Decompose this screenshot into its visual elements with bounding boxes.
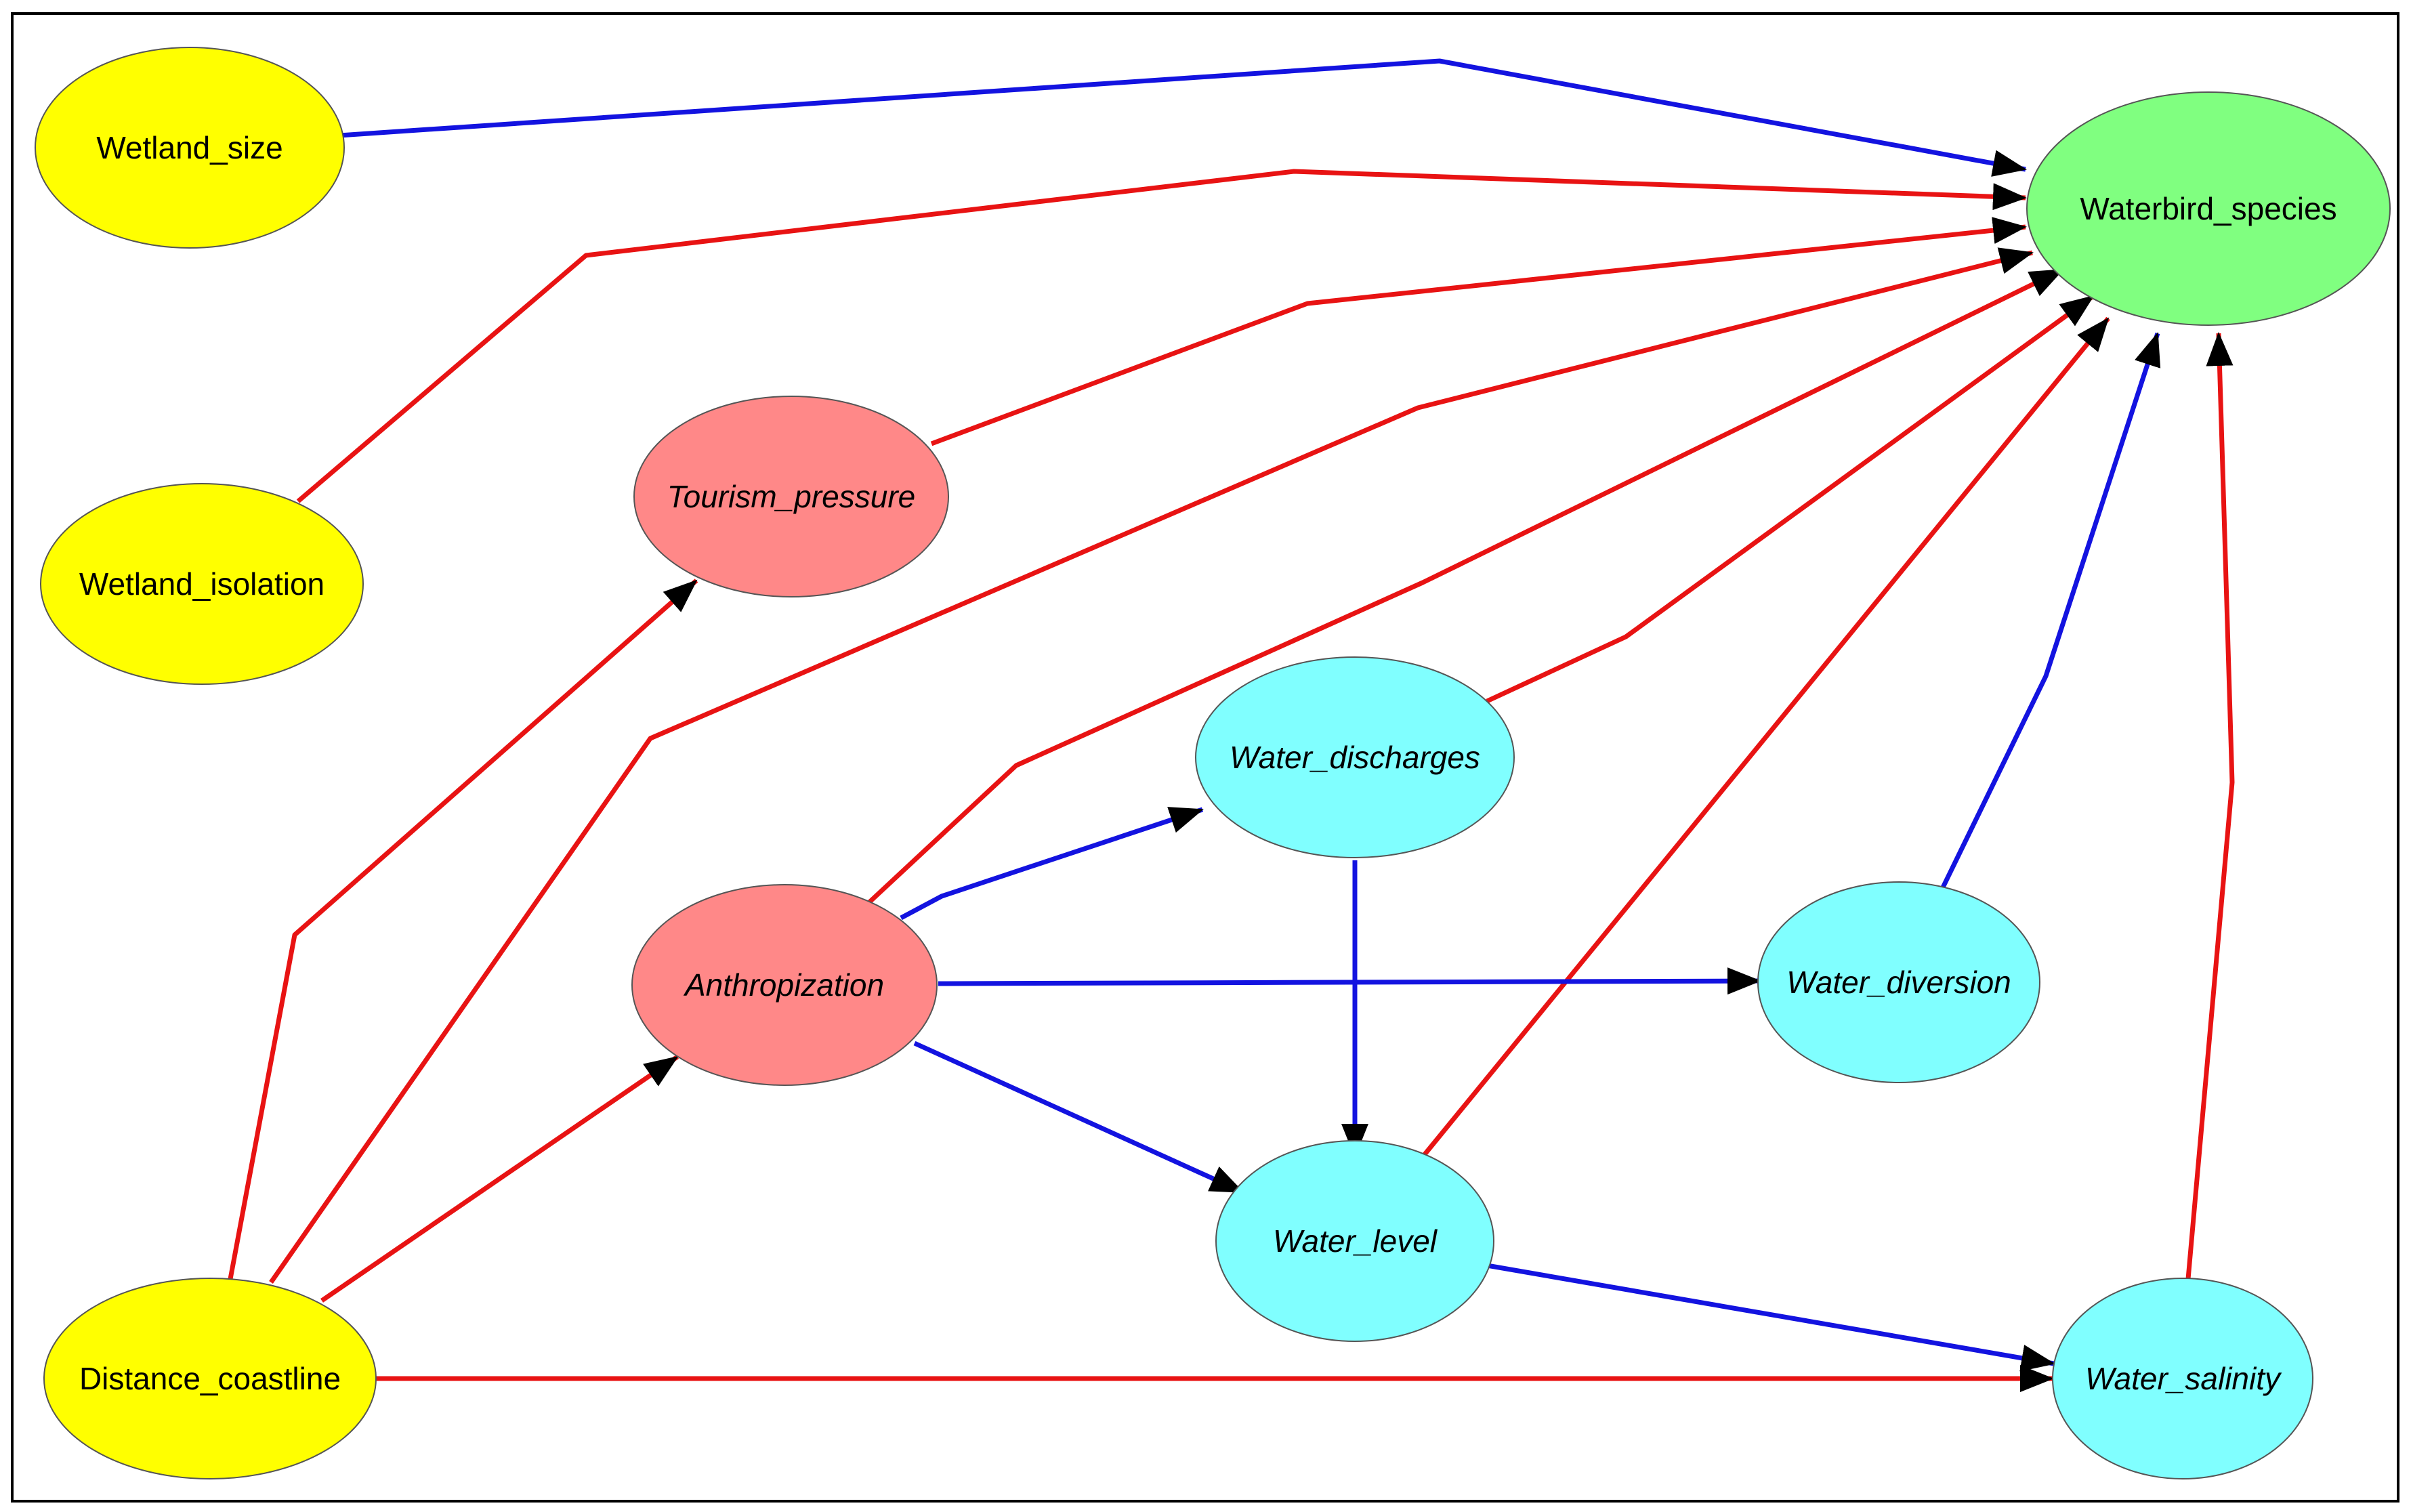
node-ellipse [43,1278,377,1479]
edge-tourism-pressure-to-waterbird-species [930,217,2027,446]
edge-distance-coastline-to-tourism-pressure [228,579,698,1280]
edge-anthropization-to-water-diversion [938,967,1761,995]
node-label: Wetland_size [96,130,282,165]
node-label: Water_level [1273,1223,1438,1259]
node-label: Wetland_isolation [79,566,324,602]
edge-distance-coastline-to-anthropization [320,1055,679,1303]
node-label: Water_salinity [2085,1361,2282,1396]
node-tourism-pressure: Tourism_pressure [633,396,949,597]
node-water-level: Water_level [1215,1140,1494,1342]
node-label: Waterbird_species [2080,191,2336,226]
node-ellipse [633,396,949,597]
node-ellipse [40,483,364,685]
edge-anthropization-to-water-level [913,1041,1244,1195]
node-water-salinity: Water_salinity [2052,1278,2313,1479]
edge-layer [228,58,2235,1392]
node-distance-coastline: Distance_coastline [43,1278,377,1479]
node-ellipse [1757,881,2040,1083]
node-anthropization: Anthropization [631,884,938,1086]
node-ellipse [35,47,345,249]
node-wetland-size: Wetland_size [35,47,345,249]
edge-distance-coastline-to-waterbird-species [269,247,2034,1284]
node-layer: Wetland_sizeWetland_isolationDistance_co… [35,47,2391,1479]
edge-water-discharges-to-waterbird-species [1486,294,2095,704]
node-water-discharges: Water_discharges [1195,656,1515,858]
node-wetland-isolation: Wetland_isolation [40,483,364,685]
node-waterbird-species: Waterbird_species [2026,91,2391,326]
edge-water-level-to-waterbird-species [1414,316,2110,1167]
edge-anthropization-to-waterbird-species [867,267,2064,904]
edge-wetland-size-to-waterbird-species [338,58,2027,177]
node-ellipse [631,884,938,1086]
node-label: Tourism_pressure [667,479,915,514]
node-label: Distance_coastline [79,1361,341,1396]
edge-water-salinity-to-waterbird-species [2185,332,2235,1280]
node-ellipse [2052,1278,2313,1479]
node-ellipse [2026,91,2391,326]
edge-water-level-to-water-salinity [1486,1263,2055,1372]
node-label: Water_discharges [1230,740,1480,775]
node-label: Anthropization [683,967,884,1003]
node-ellipse [1195,656,1515,858]
edge-anthropization-to-water-discharges [900,807,1204,921]
edge-wetland-isolation-to-waterbird-species [296,169,2027,503]
node-ellipse [1215,1140,1494,1342]
node-label: Water_diversion [1786,965,2011,1000]
node-water-diversion: Water_diversion [1757,881,2040,1083]
edge-water-diversion-to-waterbird-species [1940,332,2161,889]
